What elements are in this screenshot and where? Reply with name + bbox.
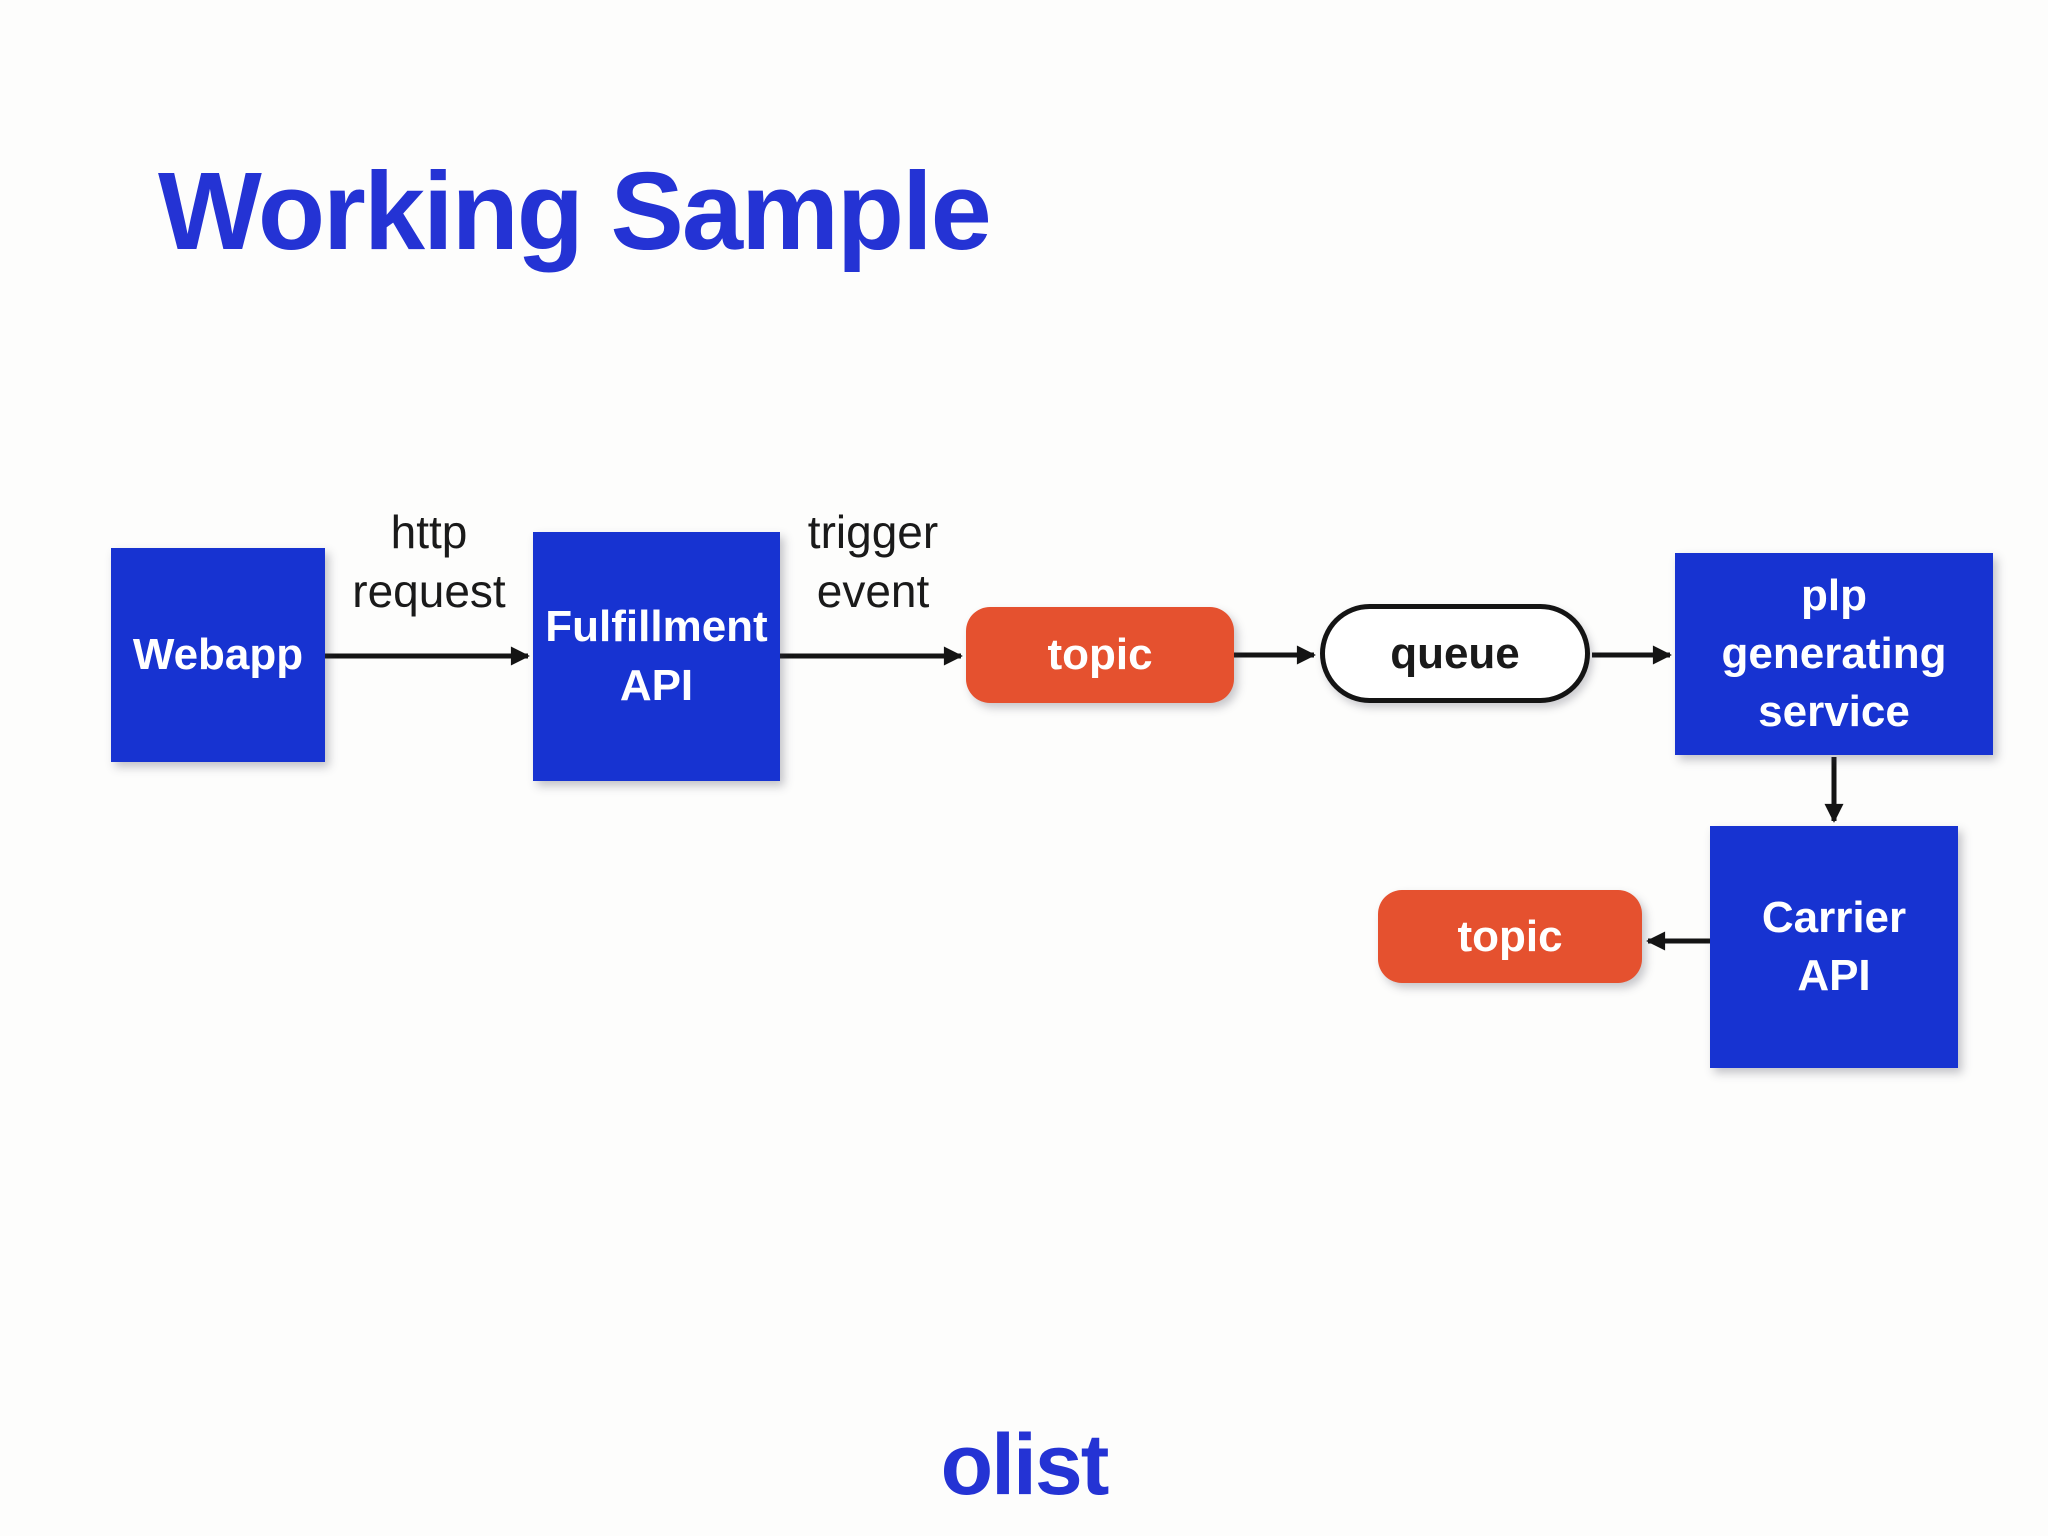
node-queue-label: queue [1390,628,1520,678]
node-webapp: Webapp [111,548,325,762]
node-topic-1-label: topic [1047,630,1153,679]
edge-label-http-request: http request [352,506,506,617]
olist-logo: olist [940,1417,1110,1513]
node-webapp-label: Webapp [132,629,304,679]
node-topic-1: topic [966,607,1234,703]
page-title: Working Sample [158,150,992,273]
node-plp-generating-service: plp generating service [1675,553,1993,755]
node-topic-2: topic [1378,890,1642,983]
node-carrier-api-label: Carrier API [1761,892,1907,1000]
node-fulfillment-api: Fulfillment API [533,532,780,781]
node-topic-2-label: topic [1457,911,1563,961]
node-fulfillment-api-label: Fulfillment API [545,602,768,710]
node-plp-generating-service-label: plp generating service [1721,570,1947,737]
node-queue: queue [1320,604,1590,703]
node-carrier-api: Carrier API [1710,826,1958,1068]
edge-label-trigger-event: trigger event [807,506,939,617]
